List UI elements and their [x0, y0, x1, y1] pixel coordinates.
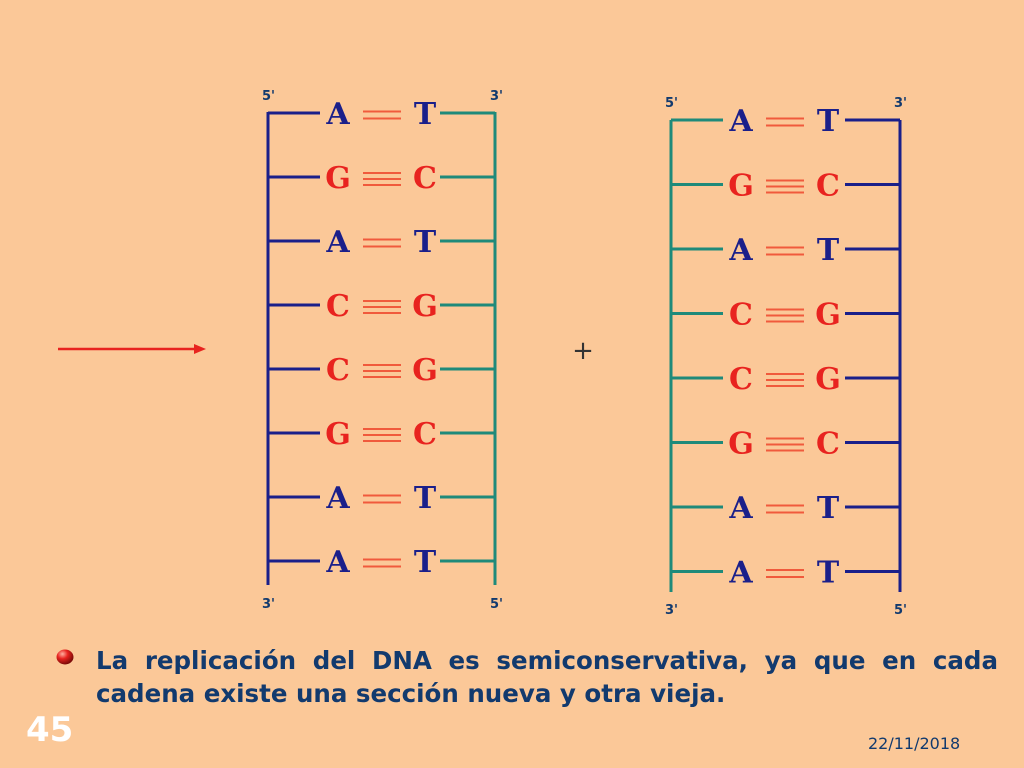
- slide-caption: La replicación del DNA es semiconservati…: [96, 646, 998, 708]
- base-letter-left: G: [728, 169, 754, 204]
- base-letter-right: C: [413, 417, 437, 452]
- label-right-top: 3': [490, 89, 503, 104]
- base-letter-left: G: [325, 161, 351, 196]
- label-left-top: 5': [262, 89, 275, 104]
- base-letter-left: C: [729, 298, 753, 333]
- base-letter-right: T: [414, 97, 437, 132]
- label-right-bottom: 5': [894, 603, 907, 618]
- slide-number: 45: [26, 710, 74, 750]
- label-left-bottom: 3': [665, 603, 678, 618]
- base-letter-left: C: [729, 362, 753, 397]
- base-letter-left: A: [728, 104, 753, 139]
- red-sphere-bullet-icon: [56, 649, 74, 665]
- base-letter-right: G: [412, 353, 438, 388]
- base-letter-right: G: [815, 298, 841, 333]
- base-letter-left: G: [325, 417, 351, 452]
- base-letter-left: C: [326, 353, 350, 388]
- base-letter-left: A: [325, 545, 350, 580]
- base-letter-right: T: [817, 233, 840, 268]
- base-letter-right: T: [414, 545, 437, 580]
- label-right-top: 3': [894, 96, 907, 111]
- base-letter-right: T: [414, 225, 437, 260]
- base-letter-right: C: [413, 161, 437, 196]
- base-letter-right: C: [816, 427, 840, 462]
- label-right-bottom: 5': [490, 597, 503, 612]
- base-letter-left: A: [325, 225, 350, 260]
- base-letter-left: A: [728, 556, 753, 591]
- slide-date: 22/11/2018: [868, 734, 961, 753]
- base-letter-left: A: [728, 233, 753, 268]
- red-arrow-icon: [58, 344, 206, 354]
- base-letter-left: A: [325, 97, 350, 132]
- label-left-bottom: 3': [262, 597, 275, 612]
- base-letter-right: T: [817, 491, 840, 526]
- base-letter-left: C: [326, 289, 350, 324]
- base-letter-left: G: [728, 427, 754, 462]
- base-letter-left: A: [325, 481, 350, 516]
- base-letter-right: T: [817, 556, 840, 591]
- base-letter-right: T: [414, 481, 437, 516]
- base-letter-left: A: [728, 491, 753, 526]
- label-left-top: 5': [665, 96, 678, 111]
- base-letter-right: T: [817, 104, 840, 139]
- base-letter-right: C: [816, 169, 840, 204]
- base-letter-right: G: [815, 362, 841, 397]
- plus-sign: +: [572, 336, 594, 366]
- base-letter-right: G: [412, 289, 438, 324]
